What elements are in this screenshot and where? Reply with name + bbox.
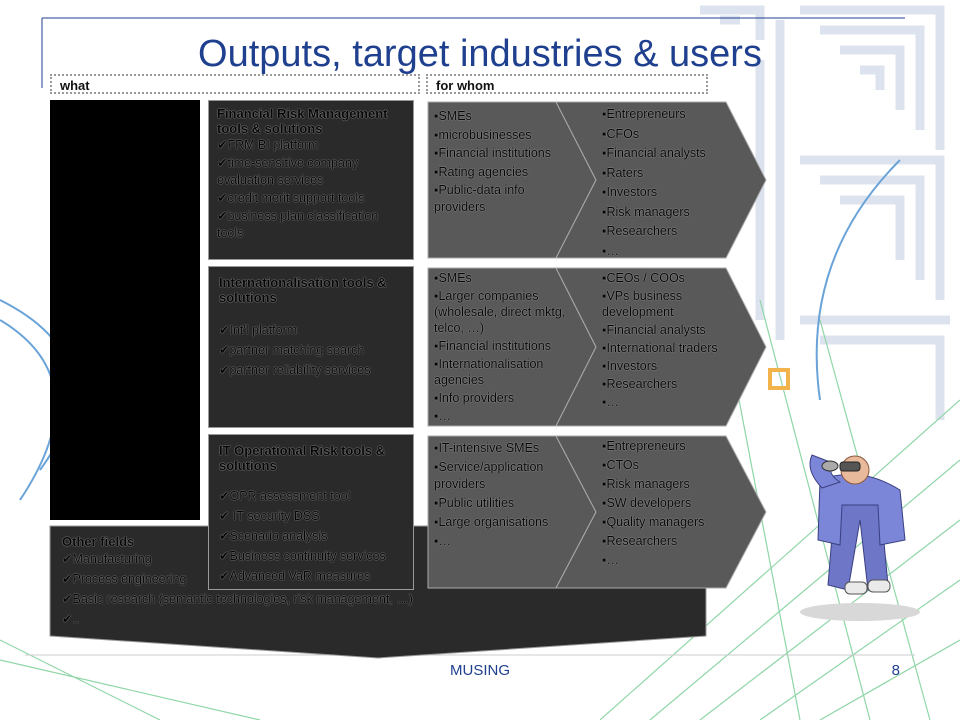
user-item: Investors (602, 184, 752, 201)
industry-item: … (434, 533, 574, 550)
user-item: Raters (602, 165, 752, 182)
intl-item: partner matching search (219, 341, 403, 360)
frm-industries: SMEs microbusinesses Financial instituti… (434, 108, 564, 217)
frm-title: Financial Risk Management tools & soluti… (217, 106, 388, 136)
user-item: Quality managers (602, 514, 752, 531)
user-item: CEOs / COOs (602, 270, 752, 286)
user-item: Researchers (602, 376, 752, 392)
intl-title: Internationalisation tools & solutions (219, 275, 387, 305)
intl-item: Int'l platform (219, 321, 403, 340)
for-whom-tab: for whom (426, 74, 708, 94)
other-fields-title: Other fields (62, 534, 135, 549)
person-with-binoculars-figure (800, 454, 920, 621)
itor-users: Entrepreneurs CTOs Risk managers SW deve… (602, 438, 752, 571)
industry-item: Info providers (434, 390, 574, 406)
industry-item: Financial institutions (434, 145, 564, 162)
user-item: CFOs (602, 126, 752, 143)
itor-item: OPR assessment tool (219, 487, 403, 506)
itor-item: IT security DSS (219, 507, 403, 526)
other-fields-item: .. (62, 610, 482, 629)
itor-what-box: IT Operational Risk tools & solutions OP… (208, 434, 414, 590)
other-fields-item: Process engineering (62, 570, 482, 589)
frm-users: Entrepreneurs CFOs Financial analysts Ra… (602, 106, 752, 262)
itor-industries: IT-intensive SMEs Service/application pr… (434, 440, 574, 552)
user-item: … (602, 394, 752, 410)
other-fields-item: Basic research (semantic technologies, r… (62, 590, 482, 609)
intl-what-box: Internationalisation tools & solutions I… (208, 266, 414, 428)
industry-item: SMEs (434, 108, 564, 125)
industry-item: SMEs (434, 270, 574, 286)
industry-item: microbusinesses (434, 127, 564, 144)
itor-title: IT Operational Risk tools & solutions (219, 443, 386, 473)
user-item: … (602, 243, 752, 260)
user-item: Financial analysts (602, 145, 752, 162)
industry-item: Service/application providers (434, 459, 574, 493)
itor-item: Advanced VaR measures (219, 567, 403, 586)
user-item: Investors (602, 358, 752, 374)
what-tab: what (50, 74, 420, 94)
frm-what-box: Financial Risk Management tools & soluti… (208, 100, 414, 260)
intl-industries: SMEs Larger companies (wholesale, direct… (434, 270, 574, 426)
industry-item: … (434, 408, 574, 424)
industry-item: Large organisations (434, 514, 574, 531)
footer-center-text: MUSING (450, 662, 510, 679)
user-item: SW developers (602, 495, 752, 512)
user-item: Financial analysts (602, 322, 752, 338)
user-item: VPs business development (602, 288, 752, 320)
user-item: Risk managers (602, 204, 752, 221)
industry-item: Rating agencies (434, 164, 564, 181)
orange-square-decoration (768, 368, 790, 390)
user-item: Researchers (602, 533, 752, 550)
other-fields-item: Manufacturing (62, 550, 482, 569)
industry-item: Internationalisation agencies (434, 356, 574, 388)
maze-pattern-decoration (700, 5, 950, 420)
user-item: CTOs (602, 457, 752, 474)
page-number: 8 (891, 662, 900, 679)
industry-item: Public utilities (434, 495, 574, 512)
industry-item: Larger companies (wholesale, direct mktg… (434, 288, 574, 336)
industry-item: Public-data info providers (434, 182, 564, 215)
slide-title: Outputs, target industries & users (198, 33, 762, 75)
frm-item: business plan classification tools (217, 208, 405, 242)
industry-item: IT-intensive SMEs (434, 440, 574, 457)
frm-item: time-sensitive company evaluation servic… (217, 155, 405, 189)
user-item: Researchers (602, 223, 752, 240)
user-item: Entrepreneurs (602, 106, 752, 123)
other-fields-content: Other fields Manufacturing Process engin… (62, 534, 482, 629)
frm-item: FRM BI platform (217, 137, 405, 154)
left-black-column (50, 100, 200, 520)
user-item: International traders (602, 340, 752, 356)
user-item: Risk managers (602, 476, 752, 493)
user-item: … (602, 552, 752, 569)
intl-users: CEOs / COOs VPs business development Fin… (602, 270, 752, 412)
user-item: Entrepreneurs (602, 438, 752, 455)
frm-item: credit merit support tools (217, 190, 405, 207)
industry-item: Financial institutions (434, 338, 574, 354)
itor-item: Business continuity services (219, 547, 403, 566)
itor-item: Scenario analysis (219, 527, 403, 546)
intl-item: partner reliability services (219, 361, 403, 380)
